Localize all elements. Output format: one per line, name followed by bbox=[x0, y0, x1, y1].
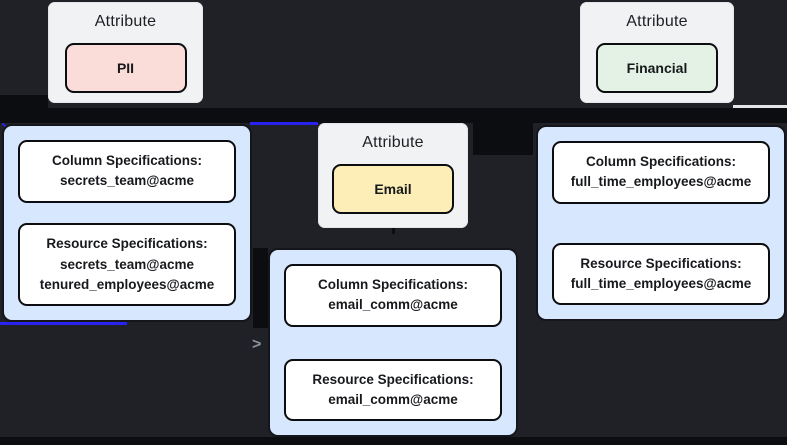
spec-card-body: full_time_employees@acme bbox=[570, 174, 752, 190]
spec-node-email-comm[interactable]: Column Specifications: email_comm@acme R… bbox=[268, 248, 518, 437]
spec-card-column: Column Specifications: email_comm@acme bbox=[284, 264, 502, 327]
spec-card-body: secrets_team@acme bbox=[59, 173, 194, 189]
attribute-node-header: Attribute bbox=[94, 13, 157, 30]
edge-strip-bottom bbox=[0, 437, 787, 445]
attribute-node-email[interactable]: Attribute Email bbox=[318, 123, 468, 228]
spec-card-column: Column Specifications: full_time_employe… bbox=[552, 141, 770, 204]
edge-segment-top-left bbox=[0, 95, 48, 108]
spec-card-title: Resource Specifications: bbox=[46, 236, 208, 252]
spec-card-body: full_time_employees@acme bbox=[570, 275, 752, 291]
attribute-node-header: Attribute bbox=[362, 134, 424, 151]
spec-card-resource: Resource Specifications: secrets_team@ac… bbox=[18, 223, 236, 306]
spec-card-body: secrets_team@acme tenured_employees@acme bbox=[39, 256, 215, 292]
spec-card-title: Resource Specifications: bbox=[312, 371, 474, 387]
spec-card-title: Column Specifications: bbox=[51, 153, 203, 168]
edge-segment-vertical-mid bbox=[253, 248, 268, 328]
attribute-chip-email: Email bbox=[332, 164, 454, 214]
edge-highlight-top[interactable] bbox=[250, 122, 318, 125]
edge-segment-mid-gap bbox=[473, 123, 533, 155]
edge-tick-email bbox=[392, 228, 395, 234]
spec-card-title: Column Specifications: bbox=[585, 154, 737, 169]
edge-band-horizontal bbox=[0, 108, 787, 123]
spec-card-title: Column Specifications: bbox=[317, 277, 469, 292]
spec-card-body: email_comm@acme bbox=[328, 391, 458, 407]
attribute-node-financial[interactable]: Attribute Financial bbox=[580, 2, 734, 103]
spec-node-full-time-employees[interactable]: Column Specifications: full_time_employe… bbox=[536, 125, 786, 321]
spec-card-resource: Resource Specifications: full_time_emplo… bbox=[552, 242, 770, 305]
spec-card-column: Column Specifications: secrets_team@acme bbox=[18, 140, 236, 203]
edge-light-right-of-financial bbox=[733, 105, 787, 108]
attribute-chip-pii: PII bbox=[64, 43, 187, 93]
spec-node-secrets-team[interactable]: Column Specifications: secrets_team@acme… bbox=[2, 124, 252, 322]
attribute-node-header: Attribute bbox=[626, 13, 688, 30]
attribute-chip-financial: Financial bbox=[596, 43, 718, 93]
edge-arrowhead-icon: > bbox=[252, 336, 262, 353]
spec-card-title: Resource Specifications: bbox=[580, 255, 742, 271]
spec-card-body: email_comm@acme bbox=[328, 297, 458, 313]
attribute-node-pii[interactable]: Attribute PII bbox=[48, 2, 203, 103]
edge-highlight-bottom-left[interactable] bbox=[0, 322, 127, 325]
spec-card-resource: Resource Specifications: email_comm@acme bbox=[284, 358, 502, 421]
